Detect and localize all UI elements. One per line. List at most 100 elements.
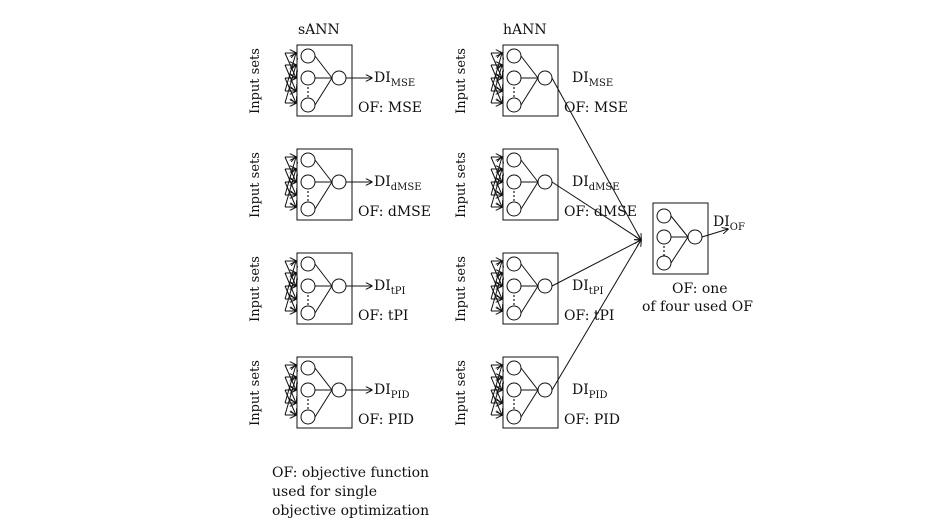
network-connection xyxy=(520,181,539,210)
network-sann-1 xyxy=(284,44,353,117)
input-neuron xyxy=(506,409,522,425)
input-sets-label: Input sets xyxy=(454,360,469,426)
combiner-feed-arrow xyxy=(551,181,641,240)
output-neuron xyxy=(331,382,347,398)
network-box xyxy=(502,356,559,429)
input-neuron xyxy=(506,201,522,217)
ellipsis-dot xyxy=(307,403,309,405)
input-arrow xyxy=(490,261,502,300)
network-connection xyxy=(314,263,333,287)
input-arrow xyxy=(284,65,296,104)
combiner-box xyxy=(652,202,709,275)
output-label-sub: tPI xyxy=(589,286,604,297)
input-sets-label: Input sets xyxy=(454,48,469,114)
network-connection xyxy=(670,236,689,264)
ellipsis-dot xyxy=(513,195,515,197)
network-sann-4 xyxy=(284,356,353,429)
combiner-output-main: DI xyxy=(713,214,730,230)
network-connection xyxy=(520,77,539,106)
input-neuron xyxy=(300,305,316,321)
network-box xyxy=(296,252,353,325)
combiner-feed-arrow xyxy=(551,240,641,287)
objective-function-label: OF: MSE xyxy=(564,100,628,116)
input-arrow xyxy=(284,377,296,416)
ellipsis-dot xyxy=(513,91,515,93)
network-connection xyxy=(520,389,539,418)
output-label: DIMSE xyxy=(572,70,613,89)
output-label-sub: PID xyxy=(391,390,410,401)
output-label-sub: tPI xyxy=(391,286,406,297)
ellipsis-dot xyxy=(307,295,309,297)
combiner-output-label: DIOF xyxy=(713,214,745,233)
network-connection xyxy=(520,285,539,314)
input-sets-label: Input sets xyxy=(454,152,469,218)
network-connection xyxy=(520,367,539,391)
ellipsis-dot xyxy=(307,87,309,89)
output-neuron xyxy=(331,174,347,190)
input-arrow xyxy=(490,157,502,196)
network-connection xyxy=(314,77,333,106)
output-label-sub: dMSE xyxy=(391,182,422,193)
combiner-output-arrow xyxy=(701,229,728,238)
ellipsis-dot xyxy=(307,299,309,301)
input-sets-label: Input sets xyxy=(454,256,469,322)
network-box xyxy=(502,44,559,117)
input-arrow xyxy=(284,157,296,196)
output-label-sub: PID xyxy=(589,390,608,401)
ellipsis-dot xyxy=(307,95,309,97)
network-box xyxy=(296,148,353,221)
ellipsis-dot xyxy=(307,407,309,409)
output-neuron xyxy=(537,70,553,86)
input-neuron xyxy=(300,409,316,425)
output-label-main: DI xyxy=(572,278,589,294)
objective-function-label: OF: MSE xyxy=(358,100,422,116)
network-connection xyxy=(520,55,539,79)
input-arrow xyxy=(284,169,296,208)
ellipsis-dot xyxy=(513,87,515,89)
input-neuron xyxy=(656,208,672,224)
output-label: DIPID xyxy=(572,382,607,401)
input-neuron xyxy=(656,229,672,245)
input-arrow xyxy=(490,377,502,416)
input-neuron xyxy=(506,360,522,376)
input-arrow xyxy=(490,53,502,92)
output-label-main: DI xyxy=(374,174,391,190)
input-neuron xyxy=(506,382,522,398)
input-sets-label: Input sets xyxy=(248,360,263,426)
output-label-main: DI xyxy=(374,382,391,398)
output-label-main: DI xyxy=(572,382,589,398)
network-box xyxy=(502,148,559,221)
objective-function-label: OF: PID xyxy=(358,412,414,428)
input-sets-label: Input sets xyxy=(248,48,263,114)
ellipsis-dot xyxy=(513,407,515,409)
input-neuron xyxy=(506,278,522,294)
network-hann-2 xyxy=(490,148,559,221)
input-arrow xyxy=(284,53,296,92)
input-neuron xyxy=(506,305,522,321)
network-connection xyxy=(520,263,539,287)
input-neuron xyxy=(300,97,316,113)
network-connection xyxy=(520,159,539,183)
input-neuron xyxy=(300,48,316,64)
input-arrow xyxy=(284,261,296,300)
ellipsis-dot xyxy=(513,199,515,201)
network-connection xyxy=(314,367,333,391)
input-arrow xyxy=(490,365,502,404)
input-neuron xyxy=(506,70,522,86)
input-sets-label: Input sets xyxy=(248,152,263,218)
output-neuron xyxy=(537,174,553,190)
output-label: DIPID xyxy=(374,382,409,401)
network-connection xyxy=(314,285,333,314)
output-label-main: DI xyxy=(572,70,589,86)
input-sets-label: Input sets xyxy=(248,256,263,322)
input-arrow xyxy=(490,65,502,104)
output-label: DIdMSE xyxy=(572,174,620,193)
combiner-caption-line2: of four used OF xyxy=(642,299,753,315)
output-neuron xyxy=(537,278,553,294)
combiner-feed-arrow xyxy=(551,77,641,240)
network-hann-3 xyxy=(490,252,559,325)
output-label-sub: MSE xyxy=(589,78,613,89)
input-neuron xyxy=(300,256,316,272)
ellipsis-dot xyxy=(513,95,515,97)
